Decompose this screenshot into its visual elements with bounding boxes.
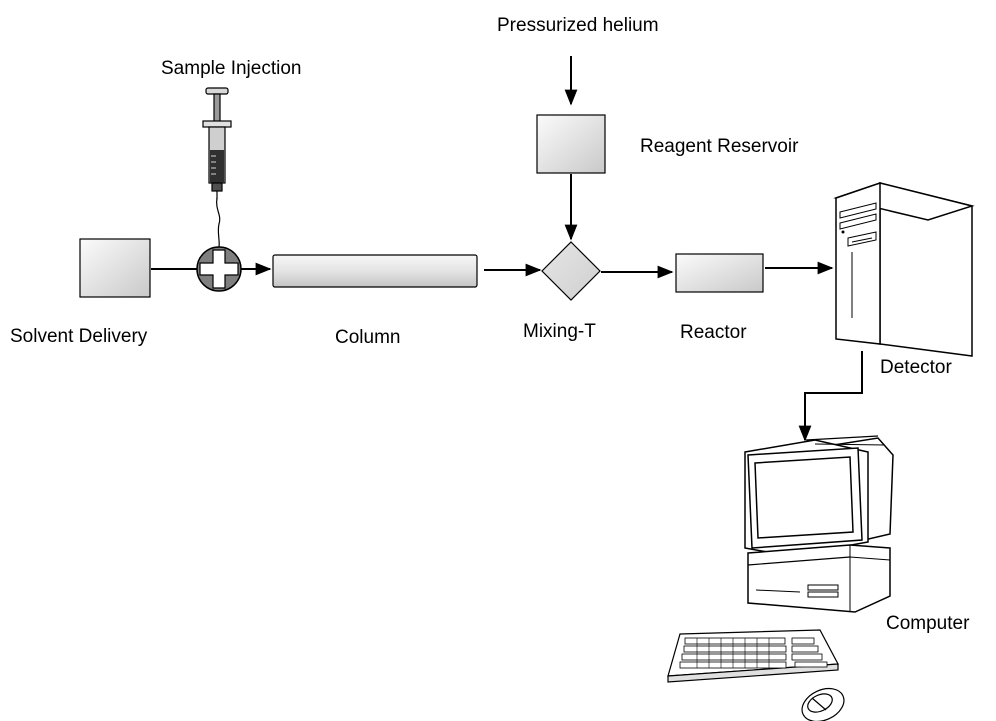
reagent-reservoir-box bbox=[536, 114, 606, 174]
detector-tower-icon bbox=[833, 181, 975, 357]
reactor-box bbox=[675, 253, 764, 293]
reactor-label: Reactor bbox=[680, 322, 747, 343]
reagent-reservoir-label: Reagent Reservoir bbox=[640, 136, 799, 157]
keyboard-icon bbox=[667, 629, 839, 683]
solvent-delivery-box bbox=[79, 238, 151, 298]
computer-base-unit-icon bbox=[747, 544, 891, 613]
flow-lines bbox=[151, 56, 863, 442]
mixing-t-diamond bbox=[541, 241, 601, 301]
detector-label: Detector bbox=[880, 357, 952, 378]
sample-injection-label: Sample Injection bbox=[161, 58, 302, 79]
mouse-icon bbox=[801, 687, 845, 721]
solvent-delivery-label: Solvent Delivery bbox=[10, 326, 148, 347]
pressurized-helium-label: Pressurized helium bbox=[497, 15, 659, 36]
column-label: Column bbox=[335, 327, 401, 348]
computer-label: Computer bbox=[886, 613, 970, 634]
arrow-detector-to-computer bbox=[798, 351, 863, 442]
column-tube bbox=[272, 254, 478, 288]
injection-valve bbox=[196, 246, 242, 292]
mixing-t-label: Mixing-T bbox=[523, 321, 596, 342]
computer-monitor-icon bbox=[744, 435, 894, 557]
syringe-icon bbox=[202, 87, 232, 248]
